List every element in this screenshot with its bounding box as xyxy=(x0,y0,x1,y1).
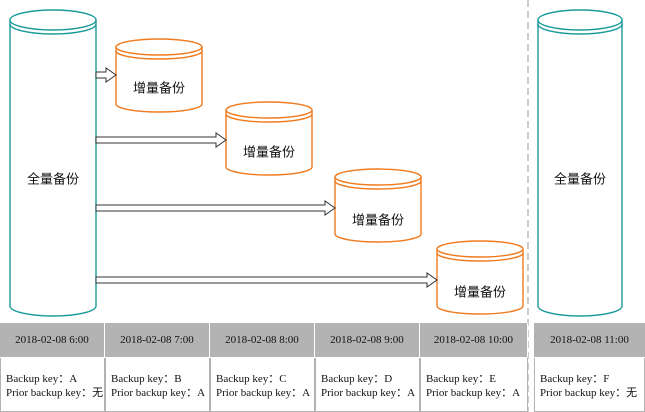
arrow-to-incremental-2 xyxy=(95,132,227,148)
backup-key-label: Backup key： xyxy=(111,373,175,385)
prior-key-label: Prior backup key： xyxy=(321,387,408,399)
prior-key-value: A xyxy=(302,387,311,399)
prior-key-label: Prior backup key： xyxy=(540,387,627,399)
backup-key-label: Backup key： xyxy=(216,373,280,385)
full-backup-label-1: 全量备份 xyxy=(26,172,80,188)
arrow-to-incremental-3 xyxy=(95,200,336,216)
incremental-backup-label-1: 增量备份 xyxy=(132,81,186,97)
time-cell-4: 2018-02-08 9:00 xyxy=(315,323,420,357)
time-cell-1: 2018-02-08 6:00 xyxy=(0,323,105,357)
key-cell-6: Backup key：F Prior backup key：无 xyxy=(534,358,645,412)
full-backup-cylinder-2 xyxy=(537,9,623,317)
full-backup-label-2: 全量备份 xyxy=(553,172,607,188)
arrow-to-incremental-4 xyxy=(95,272,438,288)
incremental-backup-cylinder-1 xyxy=(115,38,203,113)
backup-key-value: F xyxy=(603,373,610,385)
incremental-backup-cylinder-4 xyxy=(436,240,524,315)
backup-key-value: C xyxy=(279,373,287,385)
prior-key-label: Prior backup key： xyxy=(426,387,513,399)
prior-key-label: Prior backup key： xyxy=(216,387,303,399)
backup-key-value: E xyxy=(489,373,496,385)
backup-key-value: B xyxy=(174,373,182,385)
backup-key-label: Backup key： xyxy=(6,373,70,385)
prior-key-value: A xyxy=(407,387,416,399)
prior-key-value: 无 xyxy=(92,387,104,399)
incremental-backup-cylinder-2 xyxy=(225,101,313,176)
backup-key-label: Backup key： xyxy=(321,373,385,385)
prior-key-label: Prior backup key： xyxy=(6,387,93,399)
time-cell-3: 2018-02-08 8:00 xyxy=(210,323,315,357)
prior-key-value: A xyxy=(512,387,521,399)
time-cell-6: 2018-02-08 11:00 xyxy=(534,323,645,357)
time-cell-5: 2018-02-08 10:00 xyxy=(420,323,528,357)
incremental-backup-label-2: 增量备份 xyxy=(242,145,296,161)
backup-key-label: Backup key： xyxy=(426,373,490,385)
backup-key-value: D xyxy=(384,373,393,385)
backup-key-value: A xyxy=(69,373,78,385)
key-cell-2: Backup key：B Prior backup key：A xyxy=(105,358,210,412)
incremental-backup-label-3: 增量备份 xyxy=(351,213,405,229)
key-cell-4: Backup key：D Prior backup key：A xyxy=(315,358,420,412)
key-cell-1: Backup key：A Prior backup key：无 xyxy=(0,358,105,412)
prior-key-label: Prior backup key： xyxy=(111,387,198,399)
backup-key-label: Backup key： xyxy=(540,373,604,385)
full-backup-cylinder-1 xyxy=(9,9,97,317)
incremental-backup-label-4: 增量备份 xyxy=(453,285,507,301)
time-cell-2: 2018-02-08 7:00 xyxy=(105,323,210,357)
key-cell-3: Backup key：C Prior backup key：A xyxy=(210,358,315,412)
prior-key-value: A xyxy=(197,387,206,399)
key-cell-5: Backup key：E Prior backup key：A xyxy=(420,358,528,412)
arrow-to-incremental-1 xyxy=(95,67,117,83)
prior-key-value: 无 xyxy=(626,387,638,399)
incremental-backup-cylinder-3 xyxy=(334,168,422,243)
